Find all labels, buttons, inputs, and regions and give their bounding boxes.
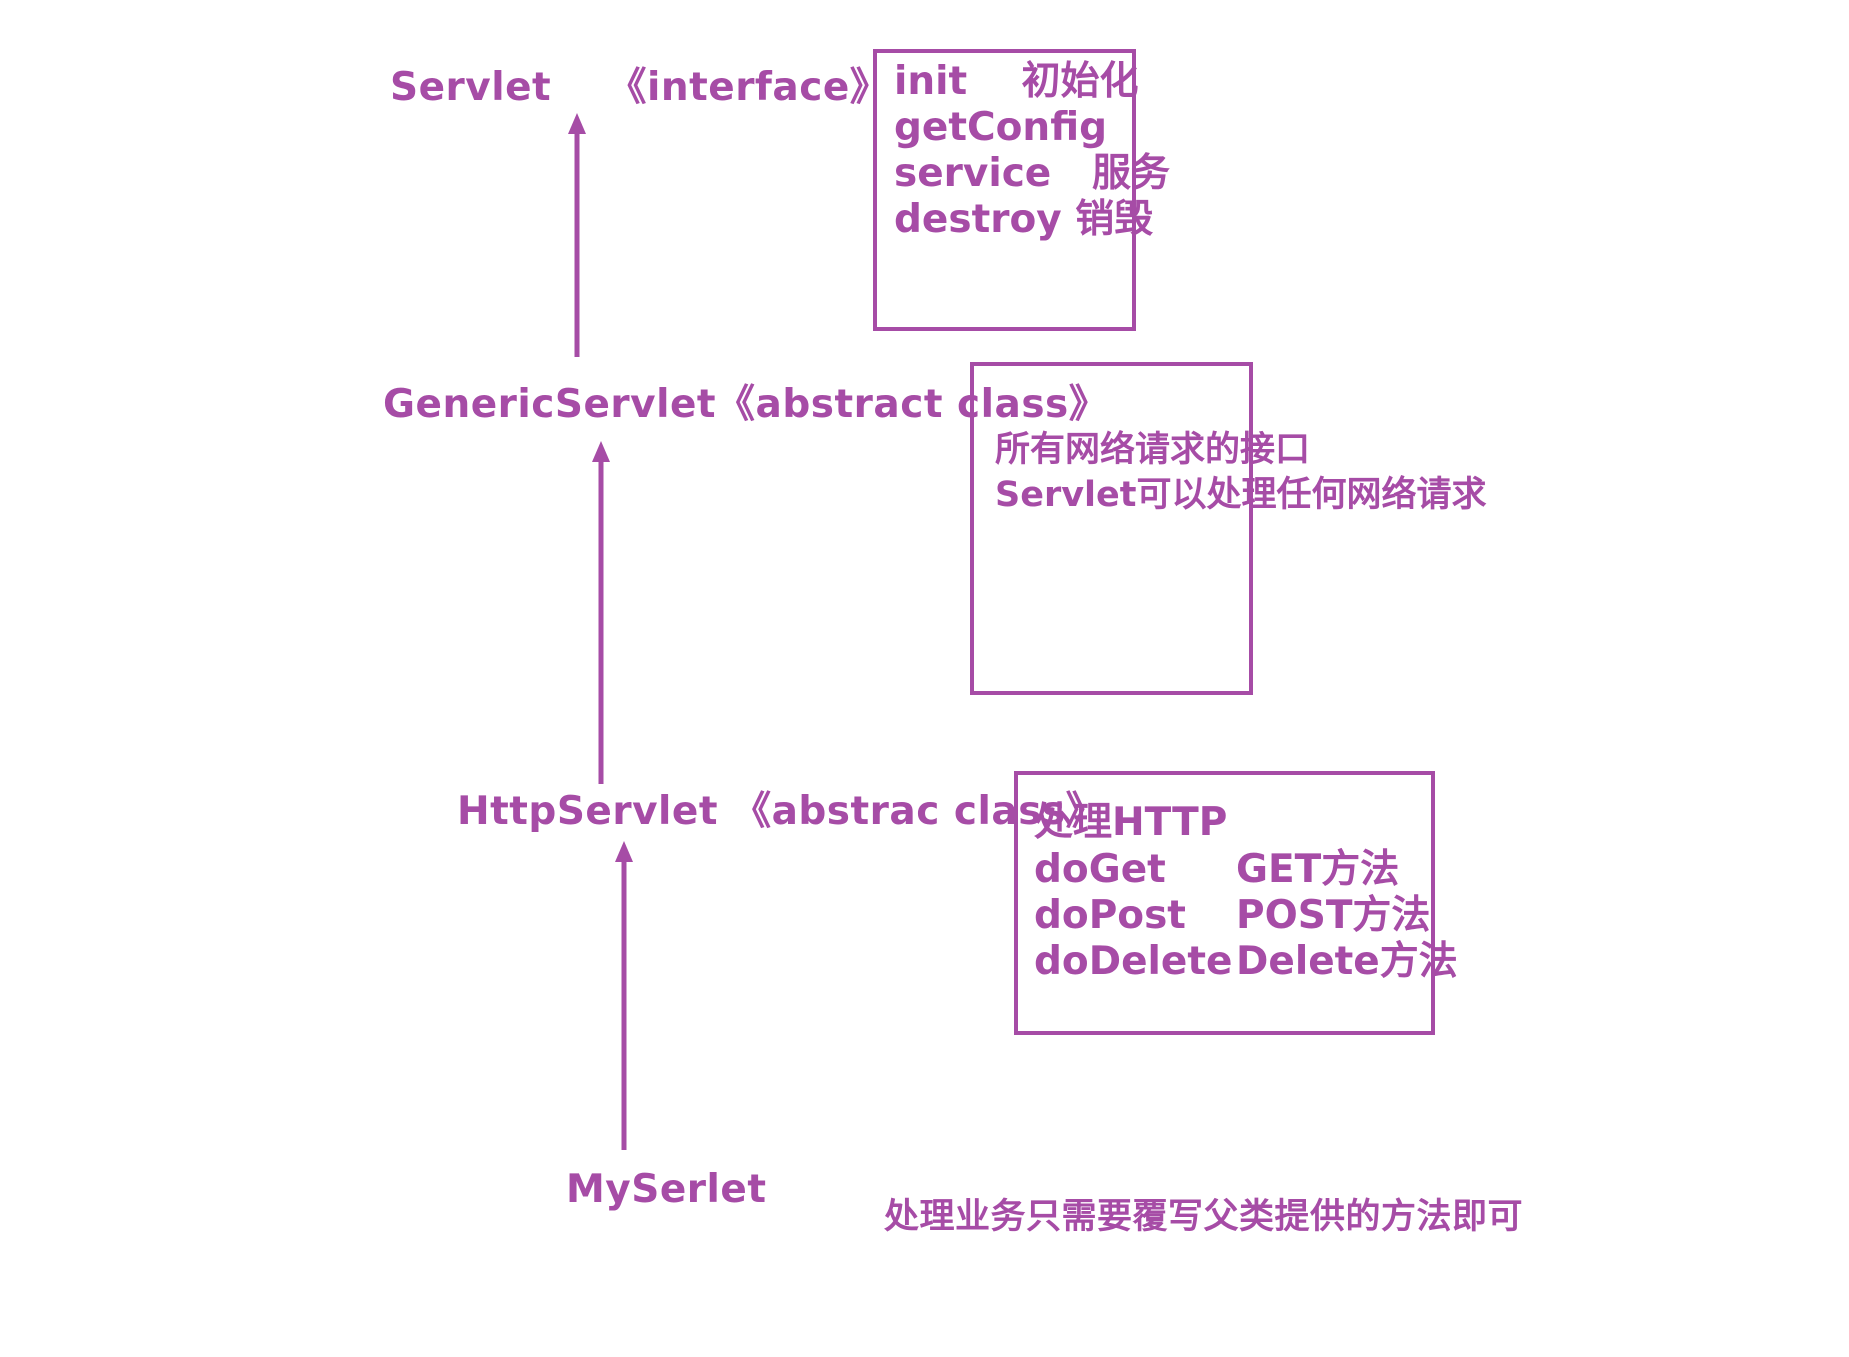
footer-note: 处理业务只需要覆写父类提供的方法即可 xyxy=(884,1197,1524,1237)
http-desc-get: GET方法 xyxy=(1236,847,1400,892)
my-servlet-node-label: MySerlet xyxy=(566,1167,767,1212)
http-method-dodelete: doDelete xyxy=(1034,939,1233,984)
arrowhead-servlet xyxy=(568,113,586,134)
http-servlet-methods-box xyxy=(1014,771,1435,1035)
http-box-title: 处理HTTP xyxy=(1034,800,1228,845)
http-method-doget: doGet xyxy=(1034,847,1166,892)
http-desc-post: POST方法 xyxy=(1236,893,1431,938)
http-desc-delete: Delete方法 xyxy=(1236,939,1458,984)
servlet-method-service: service 服务 xyxy=(894,151,1170,196)
generic-servlet-note-box xyxy=(970,362,1253,695)
generic-servlet-node-label: GenericServlet《abstract class》 xyxy=(383,382,1109,427)
http-servlet-node-label: HttpServlet 《abstrac class》 xyxy=(457,789,1106,834)
arrowhead-http xyxy=(615,841,633,862)
servlet-method-destroy: destroy 销毁 xyxy=(894,197,1154,242)
servlet-method-init: init 初始化 xyxy=(894,59,1139,104)
generic-note-line-1: 所有网络请求的接口 xyxy=(995,430,1311,470)
servlet-node-label: Servlet 《interface》 xyxy=(390,65,890,110)
servlet-method-getconfig: getConfig xyxy=(894,105,1108,150)
servlet-methods-box xyxy=(873,49,1136,331)
http-method-dopost: doPost xyxy=(1034,893,1186,938)
generic-note-line-2: Servlet可以处理任何网络请求 xyxy=(995,475,1487,515)
arrowhead-generic xyxy=(592,441,610,462)
